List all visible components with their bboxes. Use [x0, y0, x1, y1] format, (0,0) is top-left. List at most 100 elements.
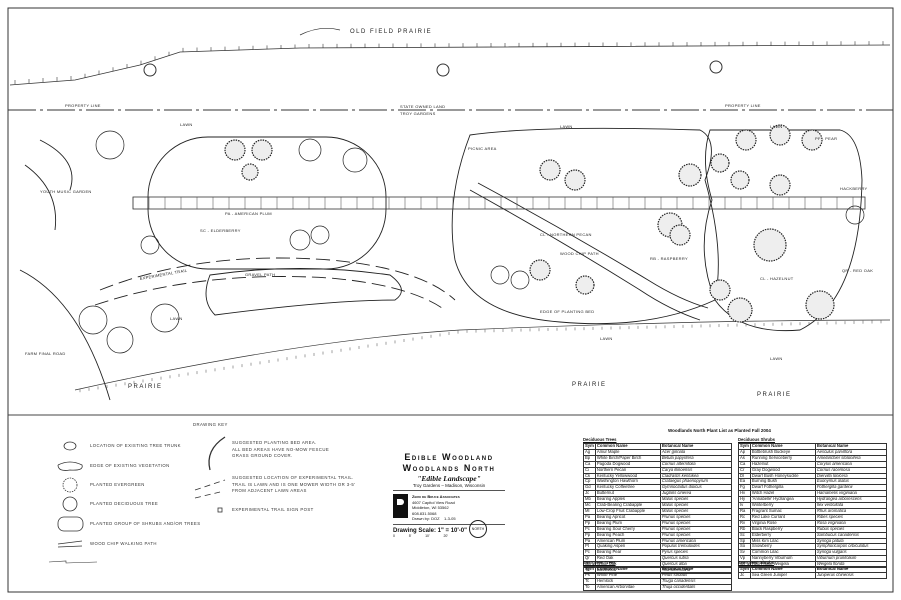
gravel-path-label: GRAVEL PATH: [245, 272, 275, 277]
column-header: Sym: [738, 566, 751, 573]
plant-label: HACKBERRY: [840, 186, 868, 191]
scale-bar-icon: [48, 560, 98, 564]
deciduous-tree-icon: [510, 270, 530, 290]
trail-edge: [99, 257, 456, 301]
note-line: GRASS GROUND COVER.: [232, 453, 293, 458]
evergreen-icon: [753, 228, 787, 262]
bed-note: SUGGESTED PLANTING BED AREA. ALL BED ARE…: [232, 440, 329, 460]
note-line: FROM ADJACENT LAWN AREAS: [232, 488, 307, 493]
evergreen-trees-title: Evergreen Trees: [583, 560, 616, 565]
evergreen-icon: [529, 259, 551, 281]
evergreen-icon: [62, 477, 78, 493]
key-item: EDGE OF EXISTING VEGETATION: [90, 463, 170, 468]
property-line-label: PROPERTY LINE: [725, 103, 761, 108]
firm-logo-icon: [393, 494, 408, 518]
deciduous-tree-icon: [140, 235, 160, 255]
plant-label: CL - NORTHERN PECAN: [540, 232, 592, 237]
lawn-label: LAWN: [600, 336, 613, 341]
fence-band: [132, 196, 866, 210]
lawn-label: LAWN: [180, 122, 193, 127]
wood-chip-path: [469, 189, 701, 321]
firm-phone: 608.831.5068: [412, 510, 437, 516]
deciduous-tree-icon: [845, 205, 865, 225]
farm-road-edge: [19, 269, 111, 401]
wood-chip-path: [477, 182, 709, 309]
deciduous-tree-icon: [342, 147, 368, 173]
table-cell: Sea Green Juniper: [749, 571, 816, 579]
evergreen-icon: [730, 170, 750, 190]
sheet-border: [7, 7, 894, 593]
scale-ticks: 0 5' 10' 20': [393, 534, 448, 538]
evergreen-icon: [769, 174, 791, 196]
plant-label: PA - AMERICAN PLUM: [225, 211, 272, 216]
firm-info: Zero de Bruce Associates 4607 Capitol Vi…: [393, 494, 505, 525]
evergreen-icon: [769, 124, 791, 146]
key-item: PLANTED EVERGREEN: [90, 482, 145, 487]
evergreen-icon: [805, 290, 835, 320]
plant-label: PF - PEAR: [815, 136, 837, 141]
deciduous-tree-icon: [289, 229, 311, 251]
note-line: ALL BED AREAS HAVE NO-MOW FESCUE: [232, 446, 330, 452]
evergreen-icon: [241, 163, 259, 181]
deciduous-tree-icon: [95, 130, 125, 160]
trail-note: SUGGESTED LOCATION OF EXPERIMENTAL TRAIL…: [232, 475, 355, 495]
table-cell: Juniperus chinensis: [814, 571, 887, 579]
lawn-label: LAWN: [770, 124, 783, 129]
tree-trunk-icon: [436, 63, 450, 77]
troy-gardens-label: TROY GARDENS: [400, 111, 436, 116]
table-cell: Thuja occidentalis: [659, 583, 732, 591]
evergreen-icon: [669, 224, 691, 246]
scale-tick: 20': [443, 533, 448, 538]
drawing-key-title: DRAWING KEY: [193, 422, 228, 427]
sign-post-icon: [217, 507, 223, 513]
key-symbols: [48, 436, 226, 564]
scale-tick: 5': [408, 533, 412, 538]
project-subtitle: Woodlands North: [402, 463, 496, 473]
plant-label: EDGE OF PLANTING BED: [540, 309, 594, 314]
scale-tick: 0: [393, 533, 395, 538]
deciduous-tree-icon: [310, 225, 330, 245]
evergreen-icon: [224, 139, 246, 161]
lawn-label: LAWN: [770, 356, 783, 361]
project-tagline: "Edible Landscape": [417, 474, 481, 483]
bed-east: [703, 129, 863, 332]
note-line: SUGGESTED LOCATION OF EXPERIMENTAL TRAIL…: [232, 475, 354, 480]
key-item: PLANTED GROUP OF SHRUBS AND/OR TREES: [90, 521, 201, 526]
north-arrow-icon: NORTH: [469, 520, 487, 538]
lawn-label: LAWN: [560, 124, 573, 129]
hedgerow-ticks: [14, 41, 884, 84]
youth-garden-label: YOUTH MUSIC GARDEN: [40, 189, 92, 194]
evergreen-icon: [727, 297, 753, 323]
planting-beds: [19, 127, 863, 401]
table-cell: Jc: [738, 571, 751, 579]
firm-name: Zero de Bruce Associates: [412, 494, 460, 499]
shrub-group-icon: [57, 516, 84, 532]
deciduous-tree-icon: [298, 138, 322, 162]
prairie-label: PRAIRIE: [128, 384, 163, 390]
wood-chip-path-label: WOOD CHIP PATH: [560, 251, 599, 256]
gravel-path-bed: [205, 268, 402, 316]
fence-posts: [132, 197, 854, 209]
wood-chip-path-icon: [57, 540, 83, 548]
deciduous-tree-icon: [78, 305, 108, 335]
evergreen-shrubs-title: Evergreen Shrubs: [738, 560, 775, 565]
evergreen-icon: [709, 279, 731, 301]
drawing-date: 1-3-05: [444, 516, 456, 521]
evergreen-icon: [678, 163, 702, 187]
scale-tick: 10': [425, 533, 430, 538]
old-field-prairie-label: OLD FIELD PRAIRIE: [350, 29, 432, 35]
picnic-area-label: PICNIC AREA: [468, 146, 497, 151]
hedgerow-edge: [9, 44, 891, 86]
table-cell: To: [583, 583, 596, 591]
evergreen-icon: [801, 129, 823, 151]
evergreen-icon: [564, 169, 586, 191]
planted-trees: [78, 124, 865, 354]
